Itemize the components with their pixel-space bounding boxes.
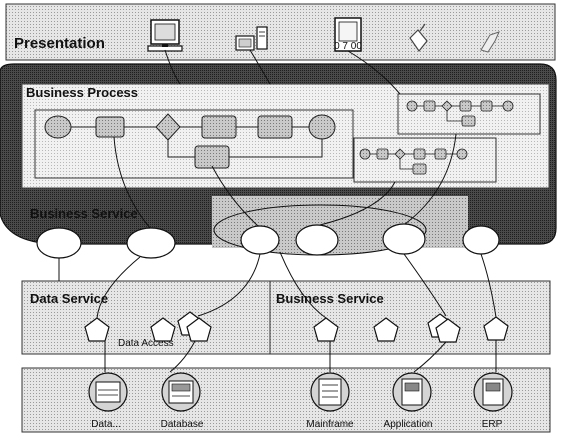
mobile-phone-icon	[409, 23, 428, 53]
service-ellipses	[36, 223, 500, 259]
data-access-label: Data Access	[118, 338, 174, 349]
mainframe-icon	[310, 372, 350, 412]
main-workflow-connectors	[71, 126, 323, 158]
database-icon	[161, 372, 201, 412]
pen-device-icon	[480, 31, 500, 53]
backend-label-mainframe: Mainframe	[306, 419, 354, 430]
subprocess-box-a	[397, 93, 541, 135]
printer-icon	[88, 372, 128, 412]
service-node-2	[126, 227, 176, 259]
desktop-computer-icon	[147, 19, 183, 52]
subprocess-a-connectors	[417, 105, 503, 122]
erp-server-icon	[473, 372, 513, 412]
backend-label-database: Database	[161, 419, 204, 430]
backend-label-erp: ERP	[482, 419, 503, 430]
connector-lines	[58, 49, 497, 373]
service-node-3	[240, 225, 280, 255]
workstation-icon	[235, 26, 268, 51]
business-service-bottom-label: Business Service	[276, 291, 384, 306]
business-process-label: Business Process	[26, 85, 138, 100]
application-server-icon	[392, 372, 432, 412]
business-service-layer	[269, 280, 551, 355]
pda-screen-text: 0 7 00	[334, 41, 362, 52]
main-workflow-box	[34, 109, 354, 179]
service-node-1	[36, 227, 82, 259]
subprocess-b-connectors	[370, 153, 457, 170]
service-node-6	[462, 225, 500, 255]
presentation-layer	[5, 3, 556, 61]
pda-device-icon: 0 7 00	[334, 17, 362, 52]
service-node-4	[295, 224, 339, 256]
presentation-label: Presentation	[14, 35, 105, 52]
subprocess-box-b	[353, 137, 497, 183]
backend-label-data: Data...	[91, 419, 120, 430]
service-node-5	[382, 223, 426, 255]
main-workflow-steps	[44, 113, 336, 169]
backend-label-application: Application	[384, 419, 433, 430]
service-components	[84, 311, 509, 343]
business-service-top-label: Business Service	[30, 206, 138, 221]
subprocess-a-steps	[406, 100, 514, 127]
data-service-label: Data Service	[30, 291, 108, 306]
